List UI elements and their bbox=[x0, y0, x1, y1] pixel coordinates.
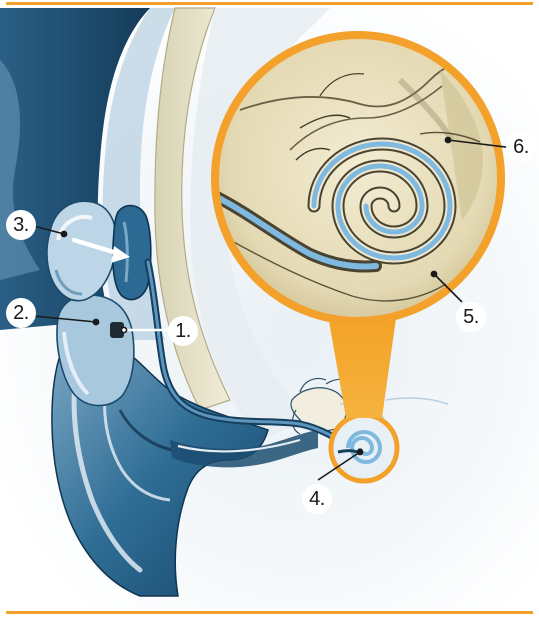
cochlea-zoom-view bbox=[215, 35, 501, 321]
label-1: 1. bbox=[168, 316, 198, 346]
label-3: 3. bbox=[6, 210, 36, 240]
label-6: 6. bbox=[506, 132, 536, 162]
magnifier-circle-icon bbox=[331, 415, 397, 481]
label-2: 2. bbox=[6, 298, 36, 328]
label-5: 5. bbox=[456, 302, 486, 332]
label-4: 4. bbox=[302, 484, 332, 514]
